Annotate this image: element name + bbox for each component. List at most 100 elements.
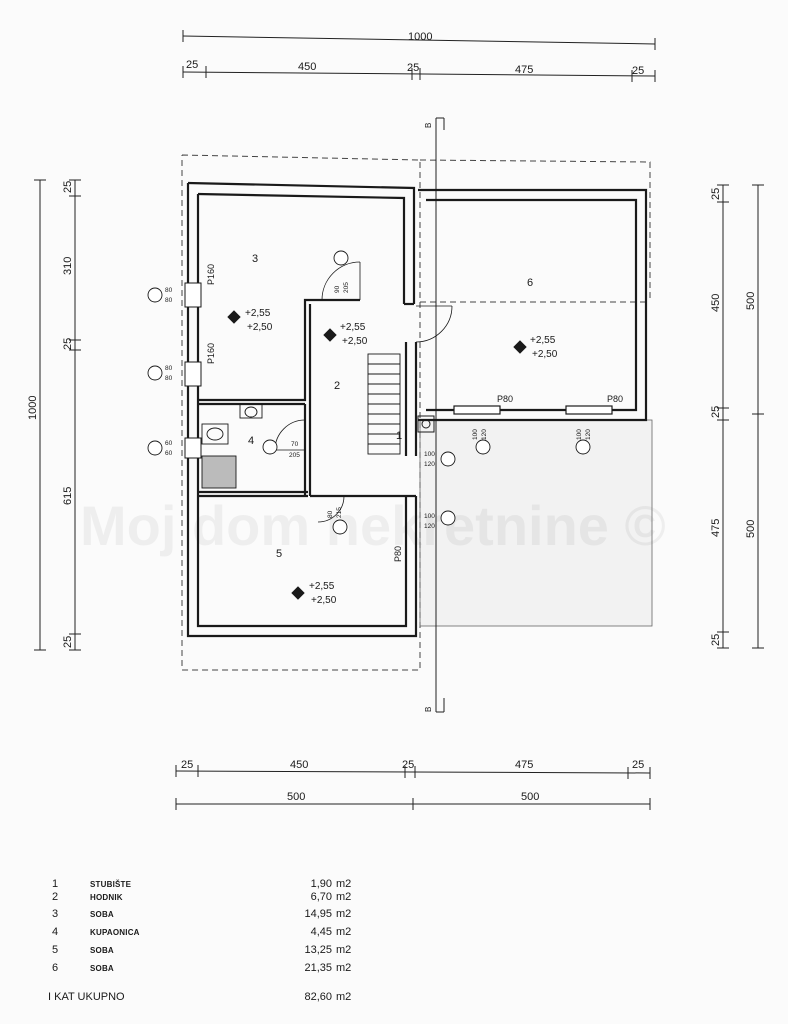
room-name: SOBA [90, 946, 114, 955]
roof-outline [181, 154, 651, 671]
door-label-100-b: 100 [424, 513, 435, 520]
level-room3-lower: +2,50 [247, 322, 273, 333]
total-area: 82,60 [304, 991, 332, 1003]
bathroom-fixtures [201, 403, 263, 489]
left-dim-seg-5: 25 [62, 636, 74, 648]
bottom-dim-seg-3: 25 [402, 759, 414, 771]
right-dimension-lines [717, 184, 764, 649]
level-room2-upper: +2,55 [340, 322, 366, 333]
door-label-80: 80 [327, 510, 334, 518]
room-unit: m2 [336, 944, 352, 956]
level-room5-lower: +2,50 [311, 595, 337, 606]
sill-label-5: 60 [165, 440, 173, 447]
room-name: KUPAONICA [90, 928, 140, 937]
door-label-120-d: 120 [585, 429, 592, 440]
room-area: 21,35 [304, 962, 332, 974]
sill-label-6: 60 [165, 450, 173, 457]
table-row: 6 SOBA 21,35 m2 [0, 962, 788, 977]
total-label: I KAT UKUPNO [48, 991, 125, 1003]
right-dim-seg-3: 25 [710, 406, 722, 418]
bottom-half-dim-2: 500 [521, 791, 539, 803]
left-dimension-lines [34, 179, 81, 651]
room-unit: m2 [336, 908, 352, 920]
door-label-205-b: 205 [289, 452, 300, 459]
room-num: 3 [52, 908, 59, 920]
window-label-p80-3: P80 [393, 546, 403, 562]
bottom-dim-seg-5: 25 [632, 759, 644, 771]
room-unit: m2 [336, 926, 352, 938]
top-dim-seg-1: 25 [186, 59, 198, 71]
door-label-120-a: 120 [424, 461, 435, 468]
room-name: SOBA [90, 964, 114, 973]
right-dim-seg-5: 25 [710, 634, 722, 646]
table-row: 5 SOBA 13,25 m2 [0, 944, 788, 959]
room-num: 1 [52, 878, 59, 890]
room-num: 6 [52, 962, 59, 974]
section-line [435, 117, 445, 713]
door-label-205-a: 205 [343, 282, 350, 293]
window-label-p160-2: P160 [206, 343, 216, 364]
room-name: SOBA [90, 910, 114, 919]
floor-plan: Moj dom nekretnine © 1000 25 450 25 475 … [27, 30, 764, 810]
p80-windows [453, 405, 613, 415]
level-room3-upper: +2,55 [245, 308, 271, 319]
left-overall-dim: 1000 [27, 396, 39, 420]
table-row: 3 SOBA 14,95 m2 [0, 908, 788, 923]
left-dim-seg-1: 25 [62, 181, 74, 193]
right-dim-seg-4: 475 [710, 519, 722, 537]
watermark: Moj dom nekretnine © [80, 494, 666, 557]
sill-label-3: 80 [165, 365, 173, 372]
room-number-1: 1 [396, 430, 402, 442]
window-label-p80-2: P80 [607, 394, 623, 404]
top-dim-seg-3: 25 [407, 62, 419, 74]
room-unit: m2 [336, 878, 352, 890]
window-label-p80-1: P80 [497, 394, 513, 404]
room-area: 4,45 [310, 926, 332, 938]
door-label-70: 70 [291, 441, 299, 448]
left-dim-seg-3: 25 [62, 338, 74, 350]
level-room6-lower: +2,50 [532, 349, 558, 360]
table-row: 4 KUPAONICA 4,45 m2 [0, 926, 788, 941]
room-unit: m2 [336, 962, 352, 974]
right-half-dim-1: 500 [745, 292, 757, 310]
room-number-3: 3 [252, 253, 258, 265]
top-dim-seg-4: 475 [515, 64, 533, 76]
bottom-half-dim-1: 500 [287, 791, 305, 803]
section-marker-bottom: B [424, 707, 433, 712]
top-dim-seg-2: 450 [298, 61, 316, 73]
room-name: STUBIŠTE [90, 880, 132, 889]
room-unit: m2 [336, 891, 352, 903]
total-unit: m2 [336, 991, 352, 1003]
room-number-5: 5 [276, 548, 282, 560]
room-area-table: 1 STUBIŠTE 1,90 m2 2 HODNIK 6,70 m2 3 SO… [0, 868, 788, 1024]
door-label-120-b: 120 [424, 523, 435, 530]
room-number-2: 2 [334, 380, 340, 392]
section-marker-top: B [424, 123, 433, 128]
window-label-p160-1: P160 [206, 264, 216, 285]
bottom-dim-seg-4: 475 [515, 759, 533, 771]
right-dim-seg-1: 25 [710, 188, 722, 200]
staircase [367, 353, 401, 455]
sill-label-1: 80 [165, 287, 173, 294]
total-row: I KAT UKUPNO 82,60 m2 [0, 991, 788, 1006]
room-num: 5 [52, 944, 59, 956]
left-dim-seg-4: 615 [62, 487, 74, 505]
door-label-120-c: 120 [481, 429, 488, 440]
door-label-100-a: 100 [424, 451, 435, 458]
sill-label-2: 80 [165, 297, 173, 304]
bottom-dim-seg-1: 25 [181, 759, 193, 771]
left-windows [184, 282, 202, 459]
level-room2-lower: +2,50 [342, 336, 368, 347]
chimney [417, 415, 435, 433]
room-area: 13,25 [304, 944, 332, 956]
room-number-6: 6 [527, 277, 533, 289]
room-name: HODNIK [90, 893, 123, 902]
walls [186, 181, 648, 638]
top-dim-seg-5: 25 [632, 65, 644, 77]
table-row: 1 STUBIŠTE 1,90 m2 [0, 878, 788, 893]
left-dim-seg-2: 310 [62, 257, 74, 275]
bottom-dim-seg-2: 450 [290, 759, 308, 771]
room-number-4: 4 [248, 435, 254, 447]
door-label-90: 90 [334, 285, 341, 293]
door-label-100-d: 100 [576, 429, 583, 440]
